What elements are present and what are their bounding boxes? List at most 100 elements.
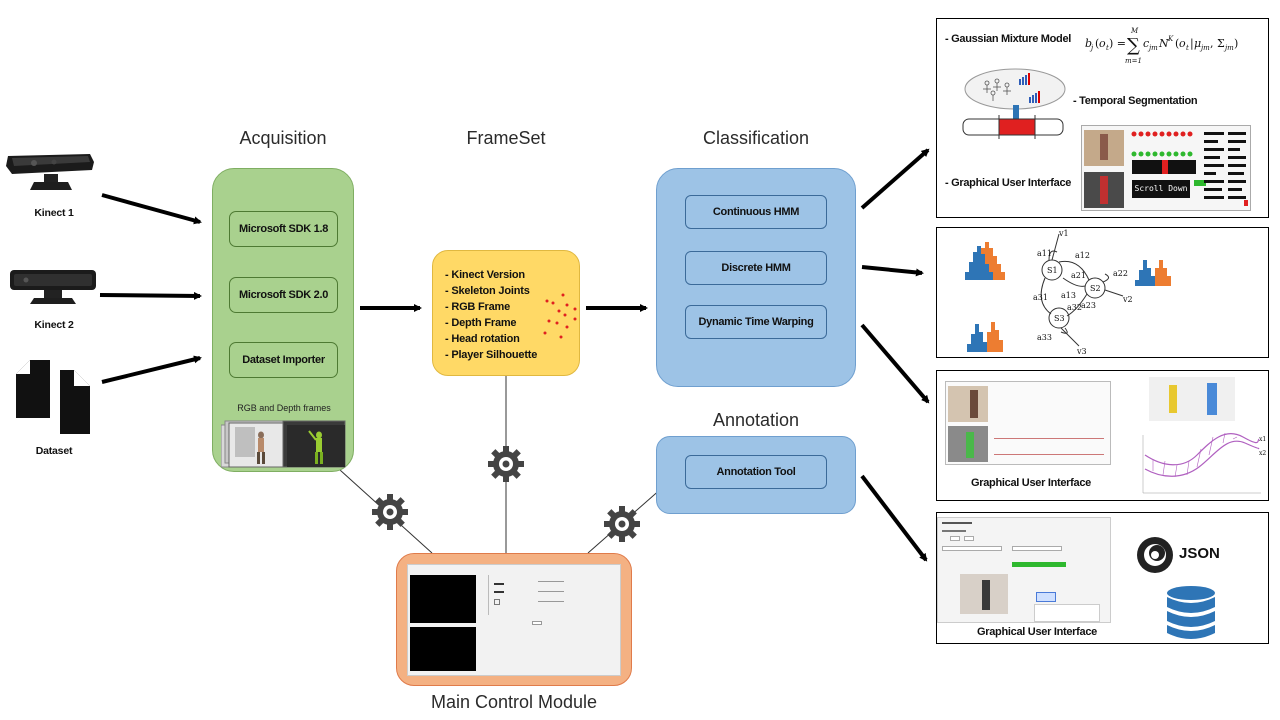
state-label-s2: S2 [1090,284,1101,293]
document-icon [16,360,92,434]
main-control-screenshot [407,564,621,676]
form-button[interactable] [964,536,974,541]
kinect-2-device-icon [10,270,96,304]
svg-text:o: o [1099,37,1106,50]
control-bar [494,599,500,605]
state-label-s1: S1 [1047,266,1058,275]
gmm-illustration [962,68,1066,139]
transition-label: a21 [1071,271,1086,280]
kinect-1-device-icon [6,154,94,190]
control-button[interactable] [532,621,542,625]
histogram-3 [967,322,1003,352]
kinect-1-label: Kinect 1 [34,207,74,219]
arrow-class-out2 [861,265,924,277]
classification-title: Classification [702,128,810,148]
frameset-item: - RGB Frame [445,301,511,313]
svg-text:b: b [1085,37,1092,50]
output-label: v2 [1122,295,1133,304]
frameset-panel: - Kinect Version - Skeleton Joints - RGB… [432,250,580,376]
person-figure [966,432,974,458]
output-box-gmm: - Gaussian Mixture Model b j ( o t ) = ∑… [936,18,1269,218]
continuous-hmm-box[interactable]: Continuous HMM [685,195,827,229]
discrete-hmm-box[interactable]: Discrete HMM [685,251,827,285]
svg-text:jm: jm [1199,44,1210,52]
annotation-gui-screenshot [937,517,1111,623]
main-control-panel [396,553,632,686]
svg-text:jm: jm [1223,44,1234,52]
gui-label: - Graphical User Interface [945,177,1072,189]
svg-text:∑: ∑ [1127,35,1140,56]
form-button[interactable] [950,536,960,541]
sdk-20-box[interactable]: Microsoft SDK 2.0 [229,277,338,313]
dtw-gui-screenshot [945,381,1111,465]
form-line [942,530,966,532]
svg-text:K: K [1167,35,1174,43]
sdk-18-box[interactable]: Microsoft SDK 1.8 [229,211,338,247]
status-dots [1131,131,1193,157]
control-bar [538,581,564,582]
gear-icon [372,494,408,530]
camera-view [948,386,988,422]
annotation-tool-box[interactable]: Annotation Tool [685,455,827,489]
state-s2 [1084,277,1106,299]
histogram-1 [965,242,1005,280]
svg-text:|: | [1190,37,1194,51]
svg-text:t: t [1106,44,1109,52]
output-box-hmm: S1 S2 S3 a11 a12 a21 a13 a31 a22 a23 a32… [936,227,1269,358]
annotation-title: Annotation [712,410,800,430]
svg-text:t: t [1186,44,1189,52]
temporal-gui-screenshot: Scroll Down [1081,125,1251,211]
arrow-class-out3 [860,323,930,404]
rgb-depth-thumbnails [221,420,346,468]
annotation-panel-area [1034,604,1100,622]
frameset-item: - Player Silhouette [445,349,538,361]
dtw-plot: x1 x2 [1142,377,1266,494]
json-logo-icon [1137,537,1173,573]
temporal-seg-label: - Temporal Segmentation [1073,95,1198,107]
annotation-panel: Annotation Tool [656,436,856,514]
json-text: JSON [1179,545,1220,562]
frames-label: RGB and Depth frames [237,403,331,413]
output-label: v1 [1058,229,1069,238]
dataset-importer-box[interactable]: Dataset Importer [229,342,338,378]
settings-area [488,575,536,615]
annotation-list[interactable] [1036,592,1056,602]
dataset-label: Dataset [35,445,73,457]
transition-label: a13 [1061,291,1076,300]
arrow-ann-out4 [860,474,928,562]
timeline-line [994,438,1104,439]
dtw-gui-label: Graphical User Interface [971,477,1091,489]
svg-text:N: N [1158,37,1169,50]
skeleton-points-icon [543,293,577,339]
frameset-item: - Depth Frame [445,317,517,329]
arrow-kinect2 [99,291,202,300]
svg-text:j: j [1089,44,1094,52]
form-field[interactable] [942,546,1002,551]
hmm-diagram: S1 S2 S3 a11 a12 a21 a13 a31 a22 a23 a32… [965,229,1171,356]
form-field[interactable] [1012,546,1062,551]
segment-highlight [1162,160,1168,174]
output-label: v3 [1076,347,1087,356]
kinect-2-label: Kinect 2 [34,319,74,331]
arrow-kinect1 [101,193,202,225]
control-bar [538,591,564,592]
transition-label: a12 [1075,251,1090,260]
arrow-dataset [101,355,202,384]
histogram-2 [1135,260,1171,286]
segment-grid [1204,132,1248,206]
svg-text:M: M [1130,27,1139,35]
transition-label: a33 [1037,333,1052,342]
svg-text:(: ( [1175,37,1179,50]
series-label: x1 [1259,436,1266,443]
control-bar [494,583,504,585]
dtw-box[interactable]: Dynamic Time Warping [685,305,827,339]
scroll-down-text[interactable]: Scroll Down [1132,180,1190,198]
acquisition-panel: Microsoft SDK 1.8 Microsoft SDK 2.0 Data… [212,168,354,472]
annotation-gui-label: Graphical User Interface [977,626,1097,638]
state-s3 [1048,307,1070,329]
person-figure [1100,134,1108,160]
frameset-item: - Skeleton Joints [445,285,530,297]
gmm-formula: b j ( o t ) = ∑ M m=1 c jm N K ( o t | μ… [1085,27,1238,65]
timeline-line [994,454,1104,455]
svg-text:): ) [1234,37,1238,50]
